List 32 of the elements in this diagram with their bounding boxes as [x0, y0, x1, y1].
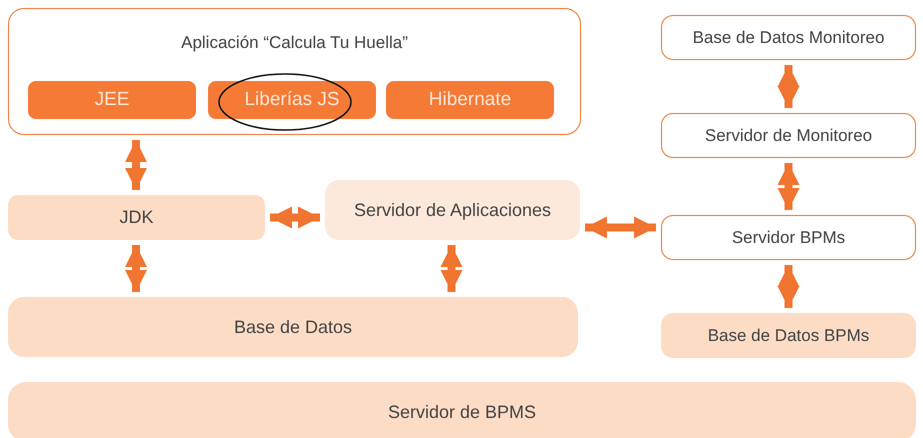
box-label: JDK: [119, 207, 154, 228]
box-label: Servidor de BPMS: [388, 402, 536, 422]
box-label: Base de Datos BPMs: [708, 326, 870, 346]
module-box: [28, 81, 196, 119]
box-label: Hibernate: [428, 89, 512, 111]
double-arrow: [440, 245, 462, 292]
component-box: [661, 113, 916, 158]
box-label: Servidor BPMs: [732, 228, 846, 248]
module-box: [208, 81, 376, 119]
box-label: Servidor de Monitoreo: [704, 126, 872, 146]
component-box: [661, 15, 916, 60]
double-arrow: [125, 140, 147, 190]
box-label: Servidor de Aplicaciones: [354, 200, 552, 220]
double-arrow: [778, 65, 800, 108]
component-box: [8, 297, 578, 357]
component-box: [8, 195, 265, 240]
double-arrow: [778, 265, 800, 308]
double-arrow: [585, 216, 656, 238]
double-arrow: [270, 206, 320, 228]
component-box: [661, 313, 916, 358]
component-box: [325, 180, 580, 240]
component-box: [8, 8, 581, 135]
box-label: Base de Datos Monitoreo: [692, 28, 884, 48]
box-label: Aplicación “Calcula Tu Huella”: [181, 33, 408, 53]
box-label: Base de Datos: [234, 316, 352, 338]
double-arrow: [778, 163, 800, 210]
module-box: [386, 81, 554, 119]
box-label: Liberías JS: [244, 89, 340, 111]
box-label: JEE: [94, 89, 130, 111]
component-box: [8, 382, 916, 438]
component-box: [661, 215, 916, 260]
double-arrow: [125, 245, 147, 292]
